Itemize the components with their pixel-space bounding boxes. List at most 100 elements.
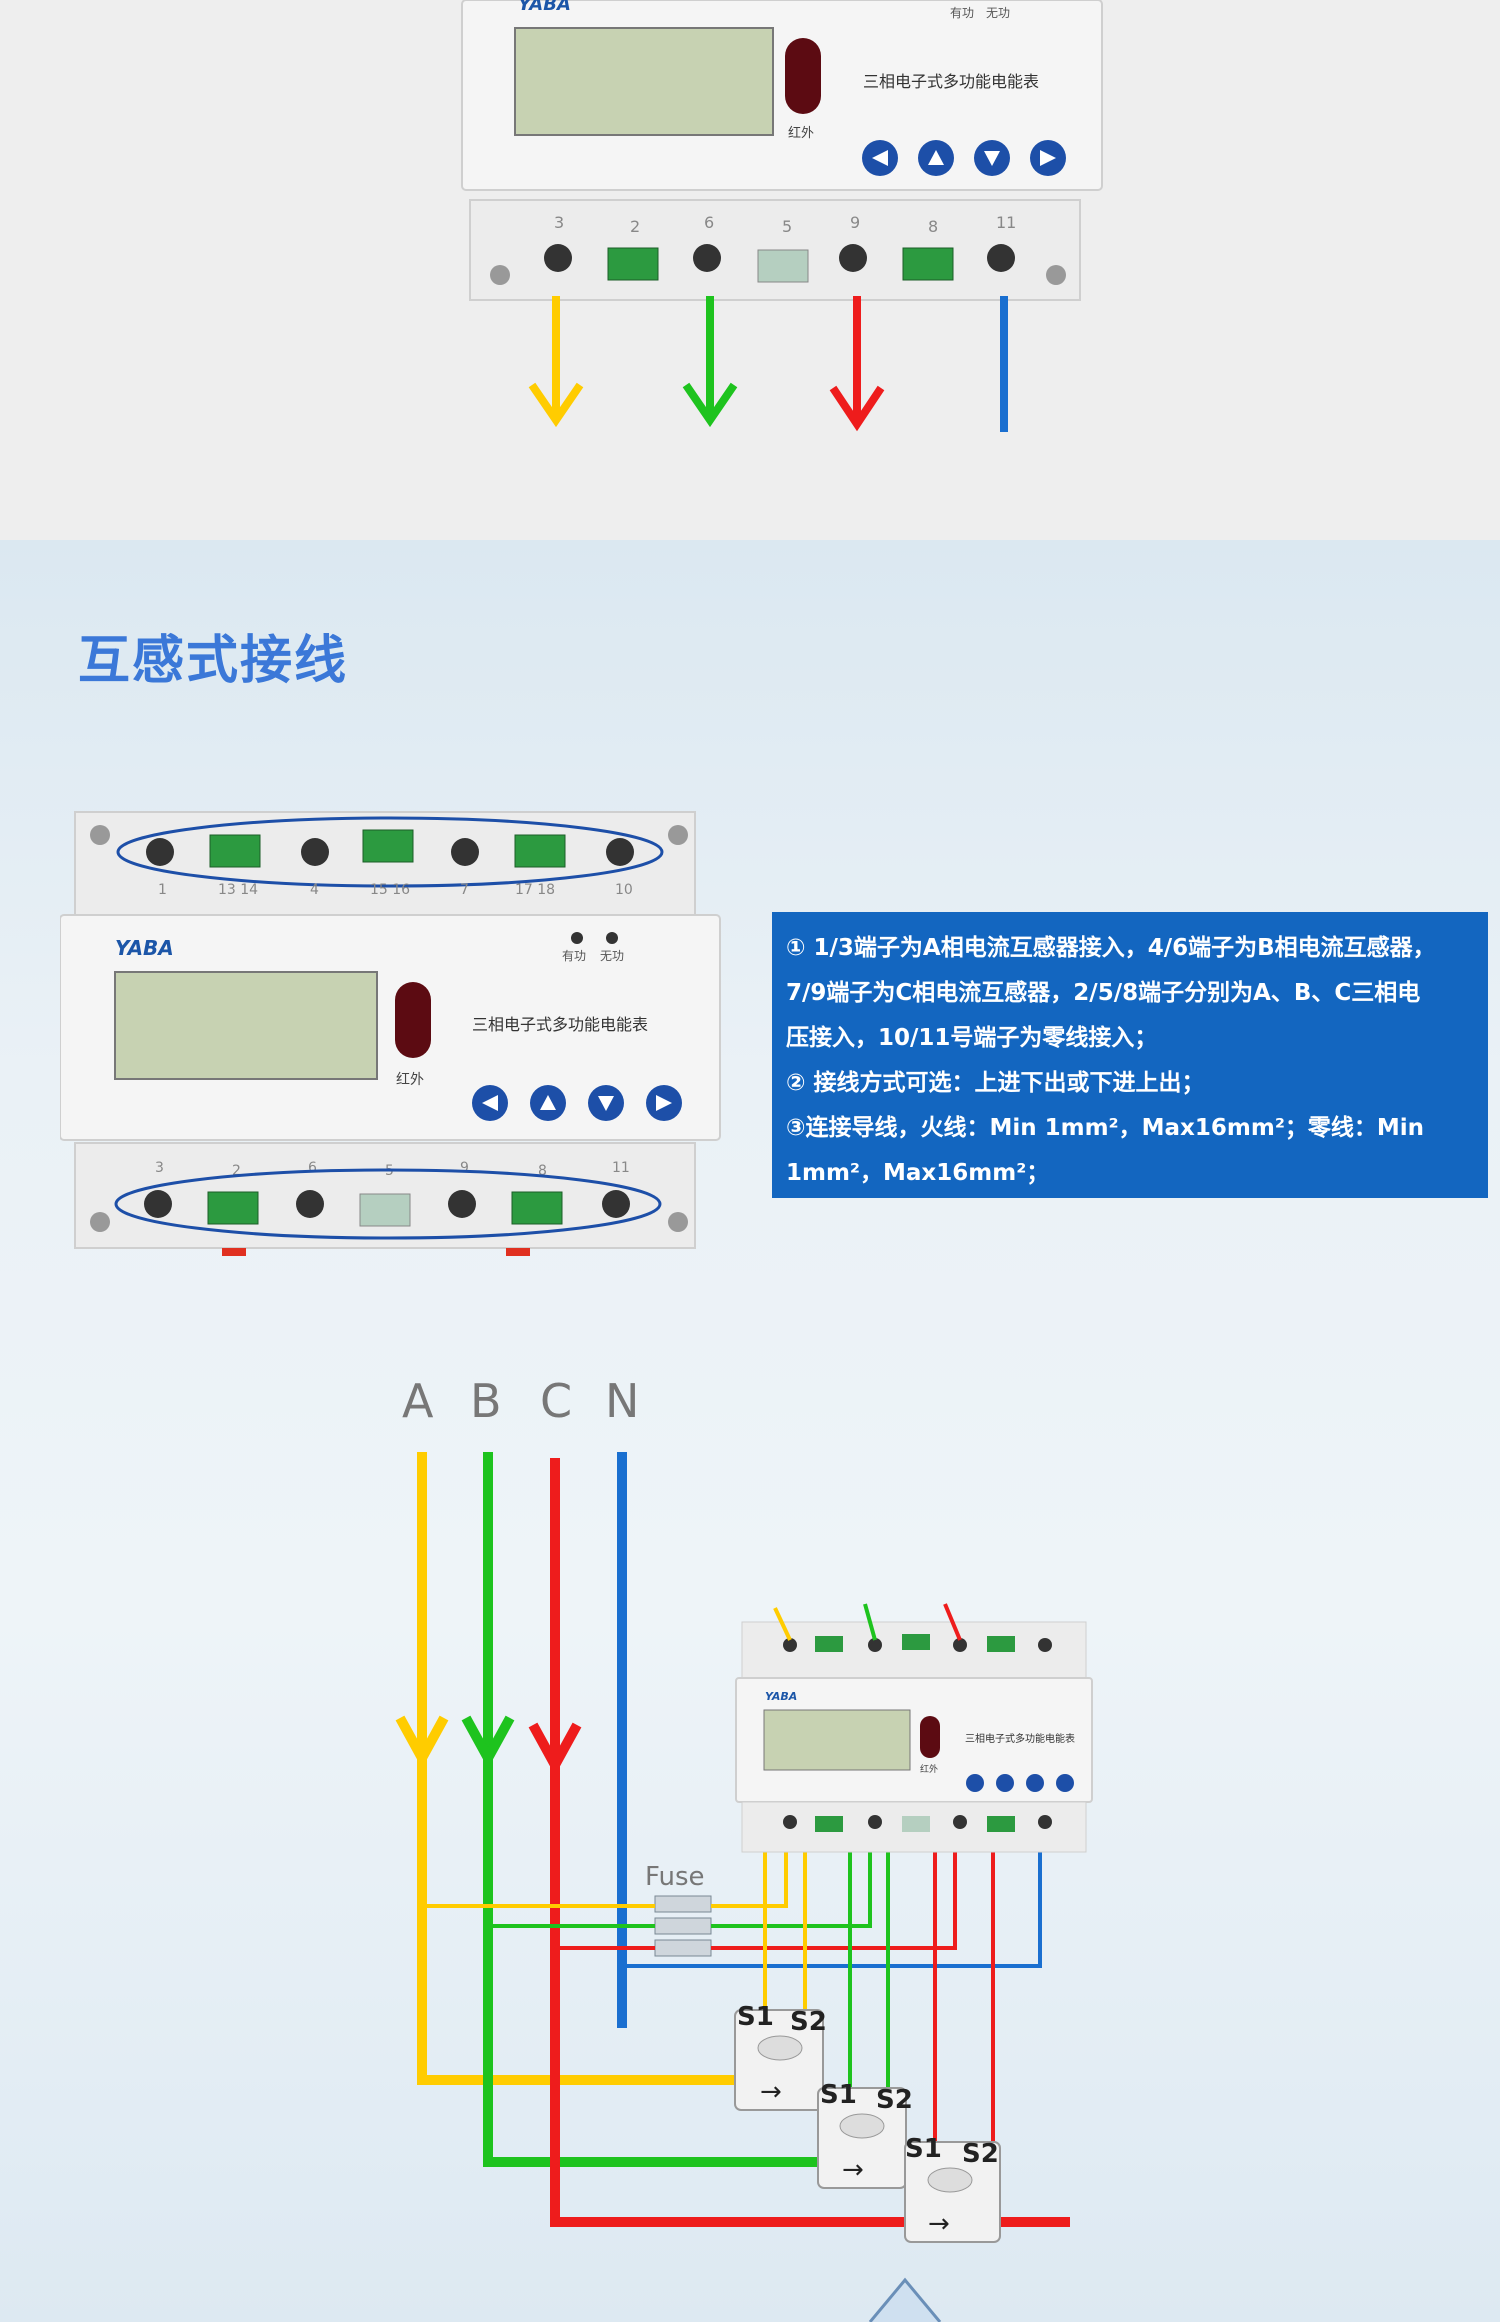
- instruction-line: 压接入，10/11号端子为零线接入；: [786, 1025, 1158, 1051]
- arrow-icon: →: [842, 2155, 864, 2185]
- phase-label-b: B: [470, 1374, 502, 1428]
- mid-ir-window: [395, 982, 431, 1058]
- top-phase-arrows: [528, 296, 1008, 432]
- small-lcd-screen: [763, 1709, 911, 1771]
- top-product-name: 三相电子式多功能电能表: [863, 72, 1039, 91]
- screw-icon: [1046, 265, 1066, 285]
- bottom-decoration-icon: [868, 2277, 942, 2322]
- ct-s2-label: S2: [790, 2007, 827, 2037]
- current-transformer-b: S1 S2 →: [817, 2080, 913, 2189]
- current-transformer-a: S1 S2 →: [734, 2002, 827, 2111]
- screw-icon: [668, 825, 688, 845]
- terminal-number: 17 18: [515, 882, 555, 898]
- terminal-screw: [296, 1190, 324, 1218]
- green-terminal: [511, 1191, 563, 1225]
- ct-s2-label: S2: [876, 2085, 913, 2115]
- voltage-terminal: [757, 249, 809, 283]
- terminal-number: 3: [554, 213, 564, 232]
- top-meter-brand: YABA: [518, 0, 571, 15]
- terminal-number: 2: [630, 217, 640, 236]
- arrow-icon: →: [760, 2077, 782, 2107]
- ct-s2-label: S2: [962, 2139, 999, 2169]
- terminal-number: 5: [782, 217, 792, 236]
- instruction-line: 1mm²，Max16mm²；: [786, 1160, 1050, 1186]
- terminal-highlight-ellipse: [114, 1168, 662, 1240]
- terminal-screw: [693, 244, 721, 272]
- terminal-number: 2: [232, 1163, 241, 1179]
- mid-lcd-screen: [114, 971, 378, 1080]
- small-meter-brand: YABA: [765, 1690, 797, 1703]
- led-label-active: 有功: [950, 6, 974, 20]
- green-terminal: [607, 247, 659, 281]
- phase-a-line: [417, 1452, 740, 2085]
- screw-icon: [90, 825, 110, 845]
- mid-top-terminal-block: [74, 811, 696, 918]
- voltage-terminal: [359, 1193, 411, 1227]
- top-ir-window: [785, 38, 821, 114]
- terminal-screw: [544, 244, 572, 272]
- terminal-number: 10: [615, 882, 633, 898]
- terminal-number: 13 14: [218, 882, 258, 898]
- green-terminal: [514, 834, 566, 868]
- ct-wiring-diagram: A B C N Fuse YABA 红外: [395, 1374, 1093, 2322]
- terminal-screw: [987, 244, 1015, 272]
- phase-b-line: [483, 1452, 822, 2167]
- terminal-number: 1: [158, 882, 167, 898]
- top-meter-diagram: YABA 有功 无功 红外 三相电子式多功能电能表 3 2 6 5 9 8 11: [461, 0, 1103, 432]
- terminal-number: 7: [460, 882, 469, 898]
- top-nav-buttons: [862, 140, 1066, 176]
- small-meter-bottom-terminals: [741, 1801, 1087, 1853]
- ct-s1-label: S1: [820, 2080, 857, 2110]
- fuse-icon: [654, 1939, 712, 1957]
- instruction-line: ② 接线方式可选：上进下出或下进上出；: [786, 1070, 1205, 1096]
- mid-product-name: 三相电子式多功能电能表: [472, 1015, 648, 1034]
- terminal-number: 9: [850, 213, 860, 232]
- terminal-number: 11: [612, 1160, 630, 1176]
- terminal-screw: [146, 838, 174, 866]
- terminal-number: 6: [308, 1160, 317, 1176]
- mid-meter-brand: YABA: [115, 936, 174, 960]
- phase-label-c: C: [540, 1374, 572, 1428]
- terminal-number: 3: [155, 1160, 164, 1176]
- ct-s1-label: S1: [737, 2002, 774, 2032]
- terminal-screw: [606, 838, 634, 866]
- small-meter: YABA 红外 三相电子式多功能电能表: [735, 1603, 1093, 1853]
- screw-icon: [490, 265, 510, 285]
- terminal-highlight-ellipse: [116, 816, 664, 888]
- fuse-label: Fuse: [645, 1862, 705, 1892]
- terminal-screw: [301, 838, 329, 866]
- fuse-icon: [654, 1895, 712, 1913]
- current-transformer-c: S1 S2 →: [904, 2134, 1001, 2243]
- green-terminal: [209, 834, 261, 868]
- mid-nav-buttons: [472, 1085, 682, 1121]
- section-title: 互感式接线: [78, 631, 349, 691]
- ct-s1-label: S1: [905, 2134, 942, 2164]
- terminal-number: 9: [460, 1160, 469, 1176]
- terminal-number: 8: [928, 217, 938, 236]
- mid-ir-label: 红外: [396, 1072, 424, 1088]
- small-meter-name: 三相电子式多功能电能表: [965, 1732, 1075, 1745]
- terminal-number: 6: [704, 213, 714, 232]
- phase-label-a: A: [402, 1374, 434, 1428]
- small-ir-window: [920, 1716, 940, 1758]
- terminal-screw: [451, 838, 479, 866]
- phase-label-n: N: [605, 1374, 639, 1428]
- led-active-icon: [571, 932, 583, 944]
- small-ir-label: 红外: [920, 1763, 938, 1775]
- terminal-screw: [448, 1190, 476, 1218]
- terminal-number: 11: [996, 213, 1016, 232]
- red-tab: [506, 1248, 530, 1256]
- red-tab: [222, 1248, 246, 1256]
- instruction-line: 7/9端子为C相电流互感器，2/5/8端子分别为A、B、C三相电: [786, 980, 1421, 1006]
- terminal-number: 4: [310, 882, 319, 898]
- phase-c-line: [550, 1458, 1070, 2227]
- instruction-line: ① 1/3端子为A相电流互感器接入，4/6端子为B相电流互感器，: [786, 935, 1436, 961]
- wiring-instructions-box: ① 1/3端子为A相电流互感器接入，4/6端子为B相电流互感器， 7/9端子为C…: [772, 912, 1488, 1198]
- mid-meter-diagram: 1 13 14 4 15 16 7 17 18 10 YABA 有功 无功 红外…: [60, 811, 721, 1256]
- terminal-number: 15 16: [370, 882, 410, 898]
- green-terminal: [207, 1191, 259, 1225]
- led-label-active: 有功: [562, 949, 586, 963]
- terminal-screw: [144, 1190, 172, 1218]
- led-reactive-icon: [606, 932, 618, 944]
- arrow-icon: →: [928, 2209, 950, 2239]
